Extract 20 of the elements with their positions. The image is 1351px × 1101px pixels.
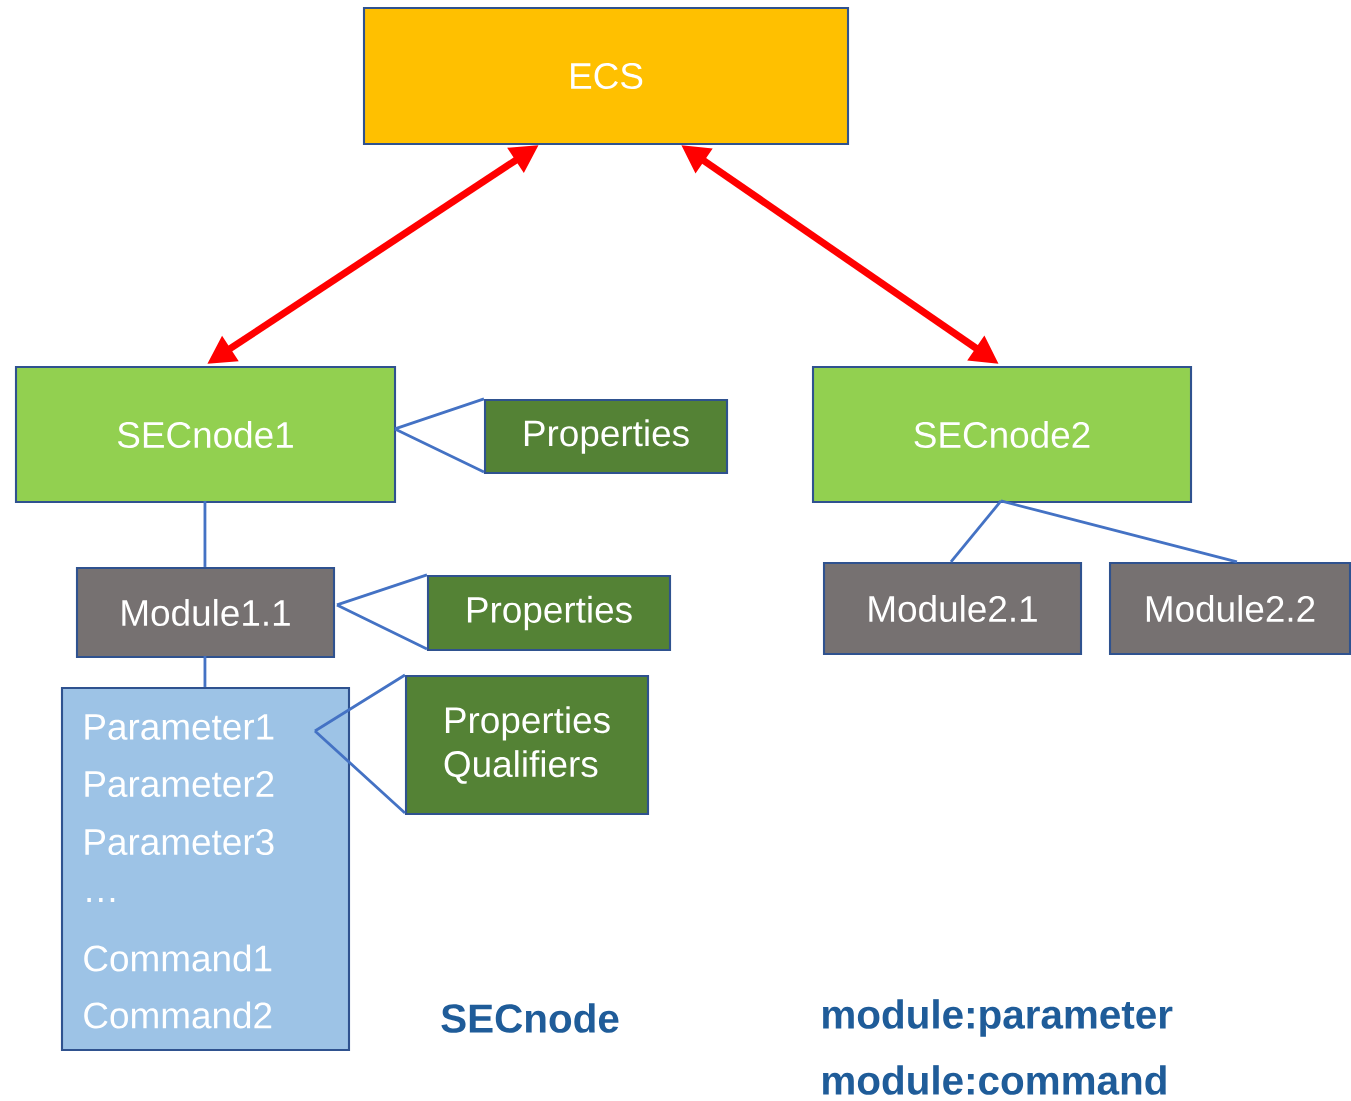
caption-label: module:parameter (823, 999, 1173, 1037)
parameter-list-box: Parameter1 Parameter2 Parameter3 … Command1 Command2 (60, 686, 351, 1052)
connector-line (203, 655, 207, 687)
system-box: ECS (362, 6, 850, 146)
connector-line (1000, 499, 1238, 564)
module-box: Module2.2 (1108, 561, 1351, 656)
node-box: SECnode1 (14, 365, 397, 504)
properties-box: Properties (426, 574, 672, 652)
connector-line (203, 500, 207, 567)
node-box: SECnode2 (811, 365, 1193, 504)
properties-box: Properties (483, 398, 729, 475)
connector-line (949, 500, 1003, 563)
properties-box: Properties Qualifiers (404, 674, 650, 816)
connector-line (393, 397, 486, 474)
caption-label: SECnode (441, 1003, 619, 1033)
module-box: Module2.1 (822, 561, 1083, 656)
connector-line (313, 673, 407, 815)
connector-line (335, 573, 429, 651)
module-box: Module1.1 (75, 566, 336, 659)
caption-label: module:command (823, 1065, 1166, 1095)
